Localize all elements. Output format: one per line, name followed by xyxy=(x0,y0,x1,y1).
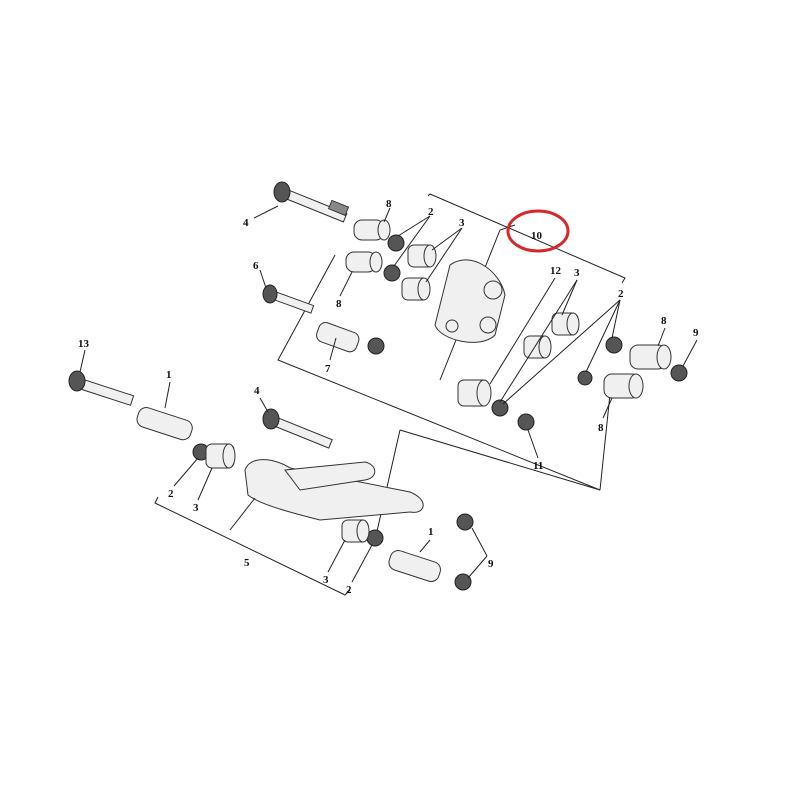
bracket-lines xyxy=(154,193,626,596)
bearing-3 xyxy=(205,244,580,543)
label-7: 7 xyxy=(325,363,331,375)
label-1: 1 xyxy=(166,369,172,381)
label-5: 5 xyxy=(244,557,250,569)
label-4: 4 xyxy=(254,385,260,397)
label-3: 3 xyxy=(323,574,329,586)
sleeve-7 xyxy=(316,322,360,353)
bolt-6 xyxy=(262,284,315,314)
bolt-13 xyxy=(68,370,135,406)
spacer-8-a xyxy=(353,219,391,241)
leader-lines xyxy=(79,205,698,583)
label-6: 6 xyxy=(253,260,259,272)
bolt-4-upper xyxy=(273,181,350,223)
nut-11 xyxy=(517,413,535,431)
label-2: 2 xyxy=(428,206,434,218)
seal-2 xyxy=(192,234,623,547)
label-2: 2 xyxy=(346,584,352,596)
link-5 xyxy=(244,459,424,521)
label-10: 10 xyxy=(531,230,543,242)
bolt-4-lower xyxy=(262,408,333,449)
pin-1-lower xyxy=(388,550,441,582)
label-8: 8 xyxy=(661,315,667,327)
label-4: 4 xyxy=(243,217,249,229)
nut-9 xyxy=(454,364,688,591)
spacer-8-b xyxy=(345,251,383,273)
label-8: 8 xyxy=(386,198,392,210)
rocker-arm-10 xyxy=(434,259,506,343)
label-9: 9 xyxy=(488,558,494,570)
label-13: 13 xyxy=(78,338,90,350)
label-8: 8 xyxy=(598,422,604,434)
pin-1-upper xyxy=(136,407,193,441)
label-2: 2 xyxy=(618,288,624,300)
label-1: 1 xyxy=(428,526,434,538)
callout-labels: 4 8 2 3 10 6 8 12 3 2 8 9 7 13 1 4 11 8 … xyxy=(78,198,699,596)
label-2: 2 xyxy=(168,488,174,500)
highlight-circle xyxy=(506,209,570,253)
label-9: 9 xyxy=(693,327,699,339)
label-8: 8 xyxy=(336,298,342,310)
label-3: 3 xyxy=(574,267,580,279)
label-12: 12 xyxy=(550,265,562,277)
label-11: 11 xyxy=(533,460,543,472)
spacer-8-right xyxy=(603,344,672,399)
label-3: 3 xyxy=(459,217,465,229)
label-3: 3 xyxy=(193,502,199,514)
